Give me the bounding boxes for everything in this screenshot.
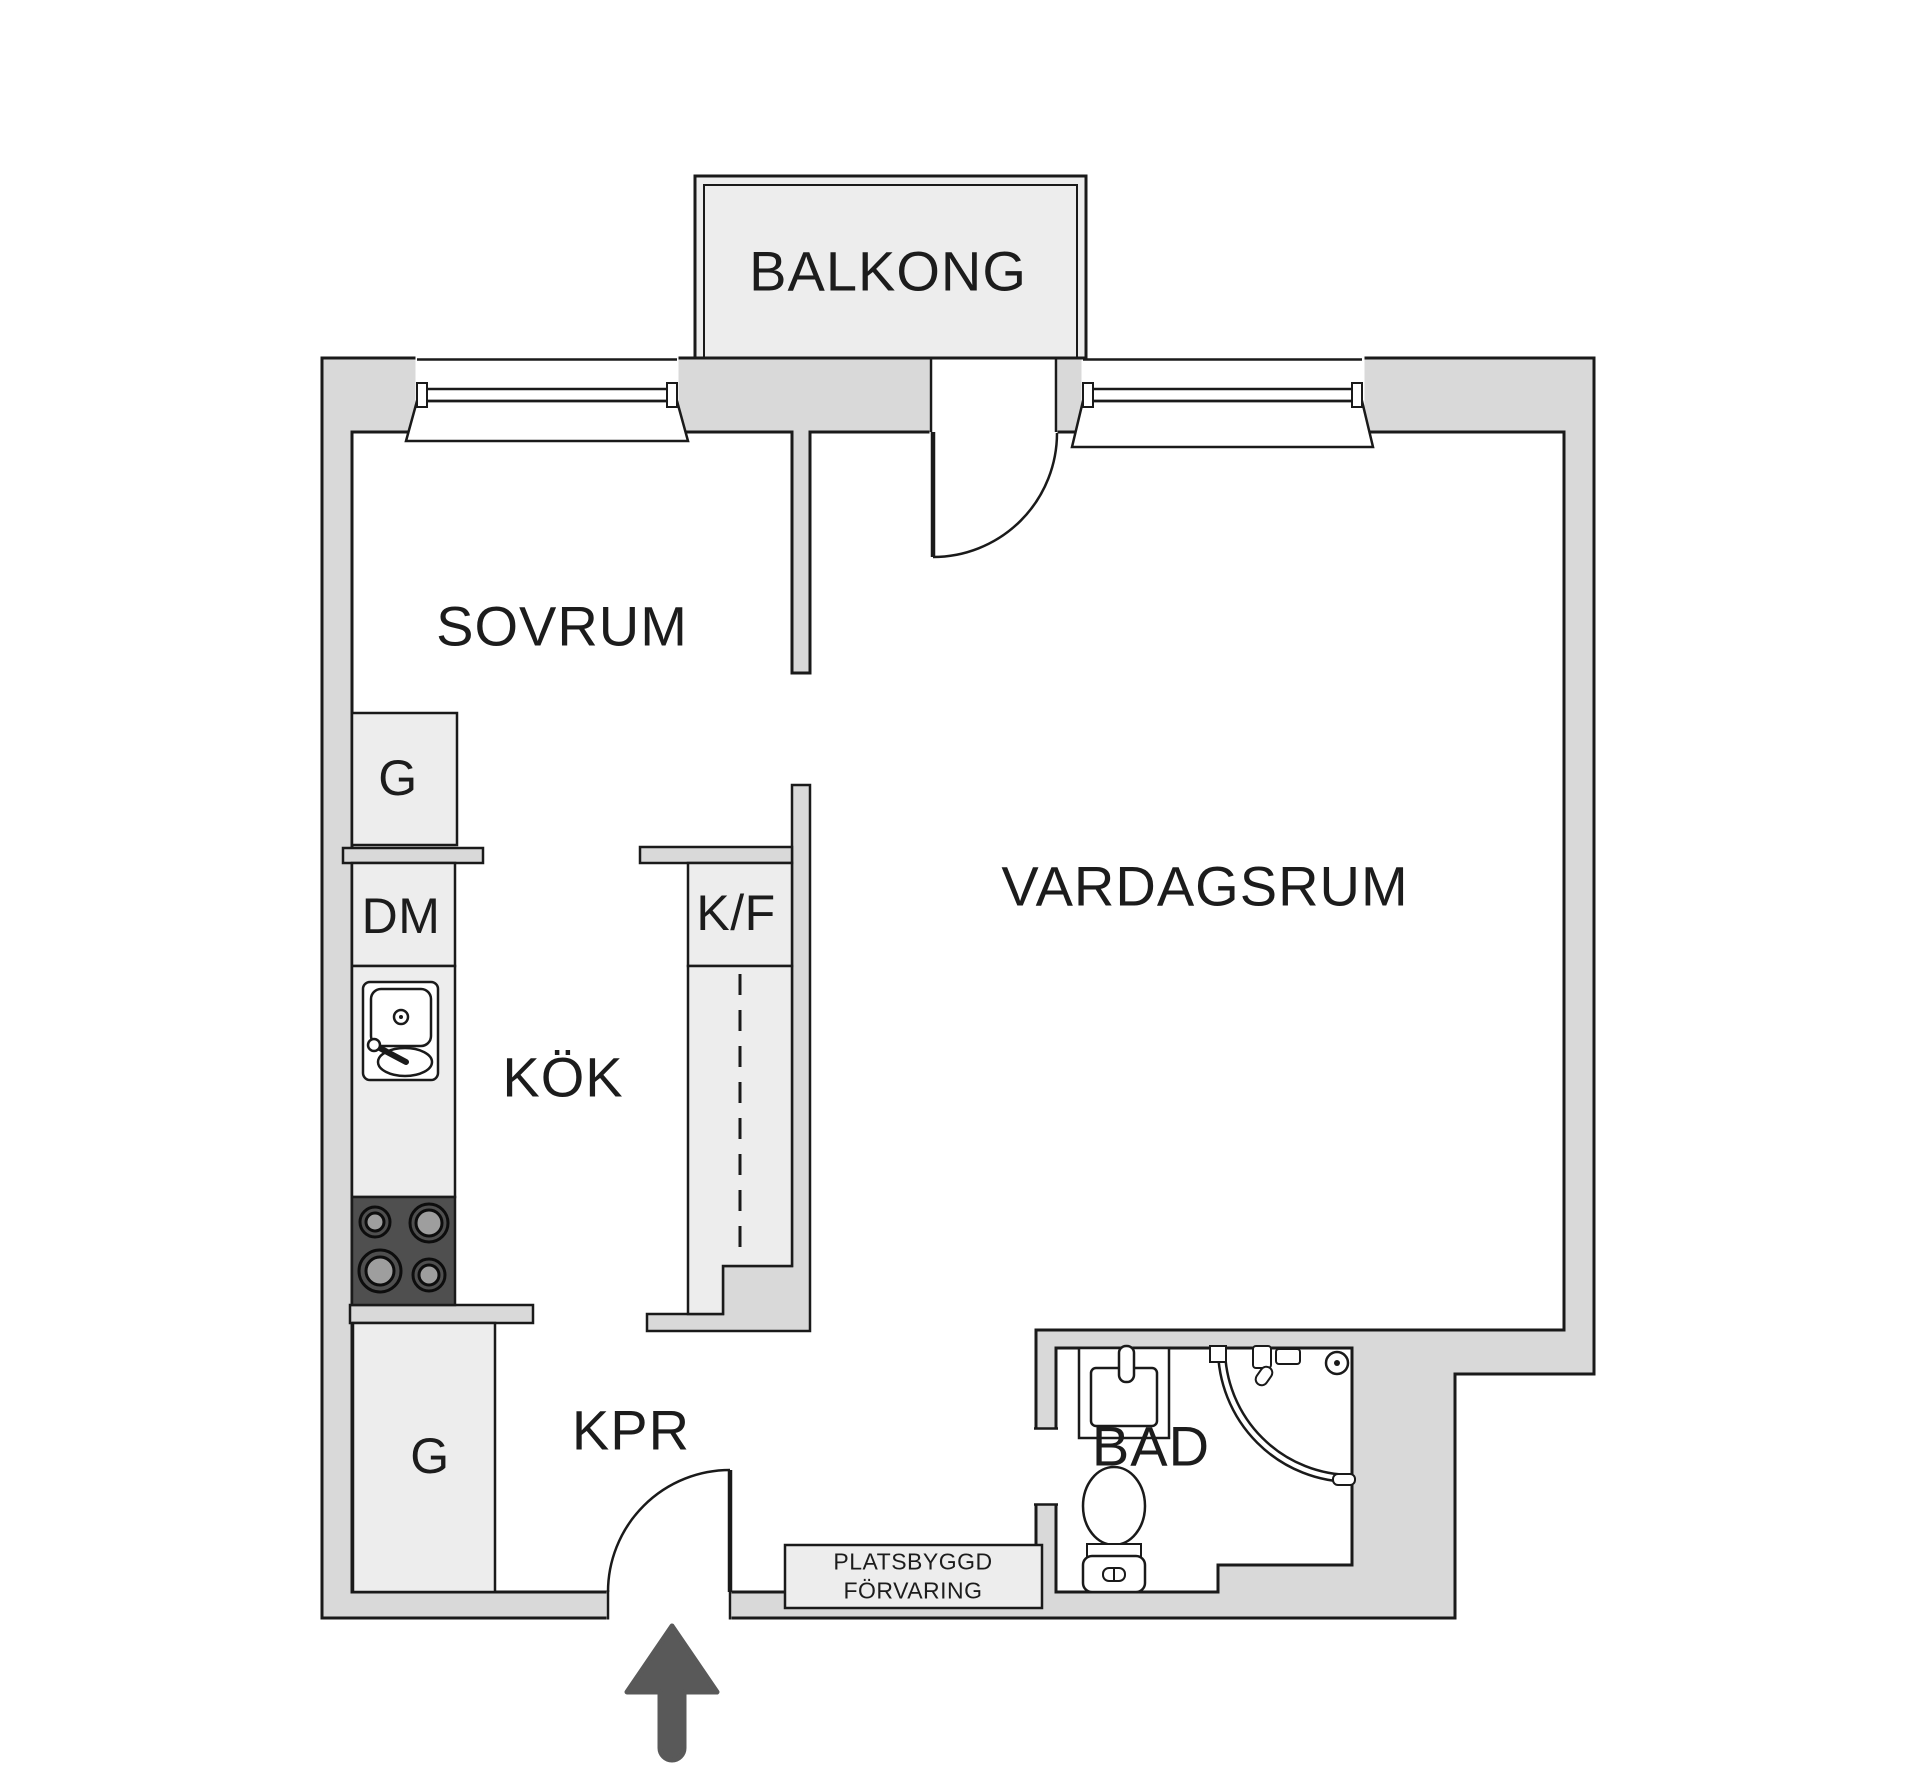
wardrobe-lower-box — [351, 1321, 497, 1594]
toilet-icon — [1081, 1465, 1147, 1594]
shower-icon — [1209, 1345, 1356, 1486]
label-bathroom: BAD — [1091, 1414, 1211, 1478]
window-icon — [404, 355, 690, 443]
label-bedroom: SOVRUM — [436, 594, 688, 658]
wall-stub-below-wardrobe — [341, 846, 485, 865]
label-wardrobe-upper: G — [378, 750, 418, 806]
walls — [320, 356, 1596, 1620]
window-icon — [1070, 355, 1375, 449]
balcony — [693, 174, 1088, 360]
label-balcony: BALKONG — [749, 239, 1027, 303]
entry-door — [606, 1468, 733, 1620]
tall-cabinet — [686, 964, 794, 1316]
wardrobe-upper-box — [350, 711, 459, 847]
label-storage-line2: FÖRVARING — [843, 1578, 983, 1604]
dishwasher-box — [350, 861, 457, 968]
door-swing-icon — [606, 1468, 733, 1593]
entry-arrow-icon — [624, 1623, 720, 1763]
sink-icon — [361, 980, 440, 1082]
label-kitchen: KÖK — [502, 1045, 624, 1109]
label-living-room: VARDAGSRUM — [1001, 854, 1409, 918]
label-storage: PLATSBYGGD FÖRVARING — [833, 1548, 992, 1607]
wall-stub-below-stove — [348, 1303, 535, 1325]
label-dishwasher: DM — [361, 888, 441, 944]
label-wardrobe-lower: G — [410, 1428, 450, 1484]
balcony-door — [929, 355, 1059, 559]
door-swing-icon — [930, 432, 1059, 559]
label-fridge-freezer: K/F — [696, 885, 776, 941]
stove-icon — [350, 1195, 457, 1307]
label-hall: KPR — [571, 1398, 691, 1462]
wall-stub-kf — [638, 845, 794, 865]
label-storage-line1: PLATSBYGGD — [833, 1548, 993, 1575]
washbasin-icon — [1077, 1344, 1171, 1440]
bathroom-door-opening — [1034, 1427, 1058, 1506]
storage-box — [783, 1543, 1044, 1610]
